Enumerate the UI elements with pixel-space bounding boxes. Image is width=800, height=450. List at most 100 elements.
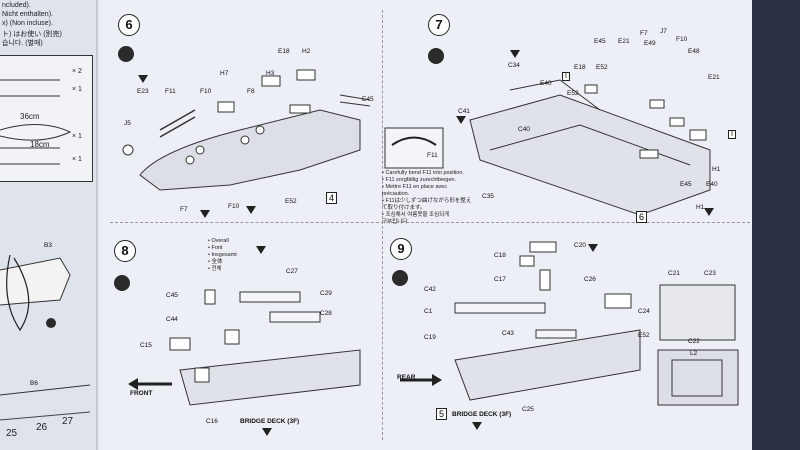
part-label: C15 — [140, 342, 152, 349]
marker-triangle-icon — [246, 206, 256, 214]
marker-triangle-icon — [256, 246, 266, 254]
part-label: F8 — [247, 88, 255, 95]
part-label: F11 — [427, 152, 438, 159]
left-page-drawing — [0, 79, 91, 421]
part-label: C1 — [424, 308, 433, 315]
part-label: J5 — [124, 120, 131, 127]
marker-triangle-icon — [588, 244, 598, 252]
overall-note: • 전체 — [208, 266, 222, 272]
part-label: C28 — [320, 310, 332, 317]
ruler-mark: 25 — [6, 428, 18, 439]
part-label: F10 — [228, 203, 240, 210]
part-label: C18 — [494, 252, 506, 259]
part-label: E21 — [708, 74, 720, 81]
part-label: H7 — [220, 70, 229, 77]
part-label: H3 — [266, 70, 275, 77]
marker-triangle-icon — [456, 116, 466, 124]
part-label: C22 — [688, 338, 700, 345]
part-label: E49 — [644, 40, 656, 47]
part-label: E45 — [362, 96, 374, 103]
part-label: E21 — [618, 38, 630, 45]
marker-triangle-icon — [704, 208, 714, 216]
header-line: ncluded). — [2, 2, 31, 9]
parts-box — [0, 55, 93, 182]
glue-icon — [114, 275, 130, 291]
part-label: B6 — [30, 380, 38, 387]
part-label: C34 — [508, 62, 520, 69]
ruler-mark: 27 — [62, 416, 74, 427]
measure-18cm: 18cm — [30, 140, 50, 149]
times-label: × 1 — [72, 133, 82, 140]
glue-icon — [46, 318, 56, 328]
step-divider — [382, 10, 383, 440]
direction-label: FRONT — [130, 390, 153, 397]
part-label: C41 — [458, 108, 470, 115]
bridge-deck-label: BRIDGE DECK (3F) — [240, 418, 300, 425]
left-page: ncluded). Nicht enthalten). x) (Non incl… — [0, 0, 96, 450]
step-number: 8 — [114, 240, 136, 262]
part-box-number: 4 — [326, 192, 338, 204]
glue-icon — [392, 270, 408, 286]
bridge-deck-label: BRIDGE DECK (3F) — [452, 411, 512, 418]
part-label: F10 — [676, 36, 688, 43]
overall-note: • Font — [208, 245, 223, 251]
part-label: E23 — [137, 88, 149, 95]
marker-triangle-icon — [200, 210, 210, 218]
part-label: C35 — [482, 193, 494, 200]
part-label: E45 — [680, 181, 692, 188]
part-label: L2 — [690, 350, 698, 357]
note-text: • F11は少しずつ曲げながら形を整え — [382, 198, 472, 204]
part-label: E18 — [278, 48, 290, 55]
times-label: × 1 — [72, 156, 82, 163]
marker-triangle-icon — [262, 428, 272, 436]
note-text: • Carefully bend F11 into position. — [382, 170, 464, 176]
note-text: • 조심해서 여름못을 조심되게 — [382, 212, 450, 218]
part-box-number: I — [562, 72, 570, 81]
part-label: C27 — [286, 268, 298, 275]
part-box-number: 6 — [636, 211, 648, 223]
header-line: Nicht enthalten). — [2, 11, 53, 18]
part-label: C24 — [638, 308, 650, 315]
glue-icon — [118, 46, 134, 62]
part-box-number: I — [728, 130, 736, 139]
part-label: C26 — [584, 276, 596, 283]
note-text: • F11 sorgfältig zurechtbiegen. — [382, 177, 456, 183]
part-label: E40 — [706, 181, 718, 188]
part-label: C40 — [518, 126, 530, 133]
marker-triangle-icon — [138, 75, 148, 83]
part-label: C21 — [668, 270, 680, 277]
part-label: E52 — [285, 198, 297, 205]
times-label: × 1 — [72, 86, 82, 93]
part-label: E40 — [540, 80, 552, 87]
marker-triangle-icon — [472, 422, 482, 430]
part-label: F7 — [640, 30, 648, 37]
note-text: て取り付けます。 — [382, 205, 426, 211]
part-label: E52 — [638, 332, 650, 339]
part-label: B3 — [44, 242, 52, 249]
step-number: 9 — [390, 238, 412, 260]
part-label: C44 — [166, 316, 178, 323]
part-label: C16 — [206, 418, 218, 425]
part-label: C25 — [522, 406, 534, 413]
part-label: C20 — [574, 242, 586, 249]
step-number: 6 — [118, 14, 140, 36]
part-label: C45 — [166, 292, 178, 299]
book-spine — [96, 0, 104, 450]
part-label: F10 — [200, 88, 212, 95]
part-label: H2 — [302, 48, 311, 55]
part-label: C29 — [320, 290, 332, 297]
note-text: • Mettre F11 en place avec — [382, 184, 448, 190]
note-text: précaution. — [382, 191, 410, 197]
part-label: C23 — [704, 270, 716, 277]
part-label: H1 — [712, 166, 721, 173]
part-label: E45 — [594, 38, 606, 45]
part-label: E18 — [574, 64, 586, 71]
glue-icon — [428, 48, 444, 64]
part-label: F7 — [180, 206, 188, 213]
step-divider — [110, 222, 750, 223]
header-line: 습니다. (별매) — [2, 40, 43, 47]
